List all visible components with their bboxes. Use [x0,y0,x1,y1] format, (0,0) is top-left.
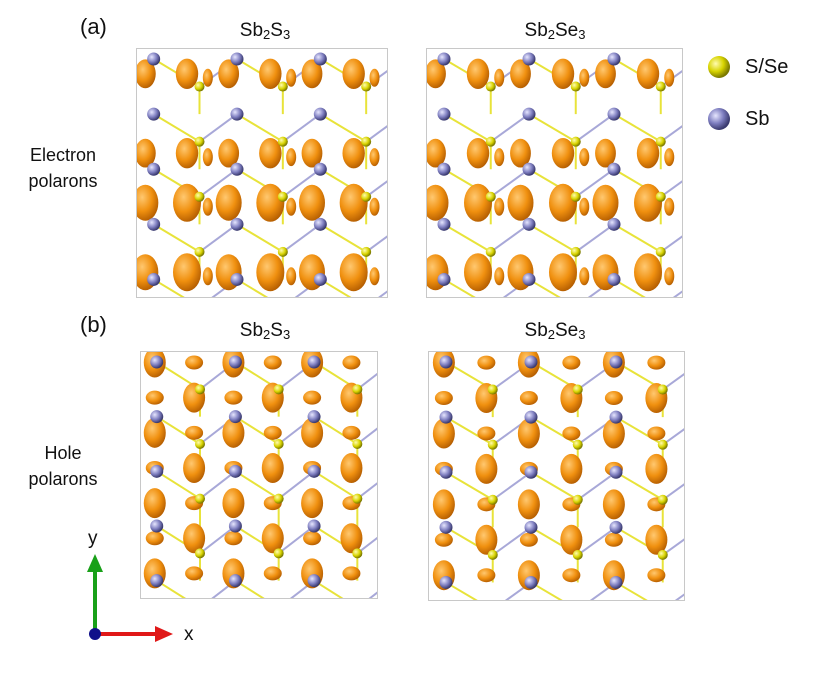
legend-sb [706,106,732,132]
row-label-electron-polarons: Electron polarons [28,145,98,191]
column-title-sb2s3-b: Sb2S3 [239,320,291,342]
x-axis-arrowhead-icon [155,626,173,642]
y-axis-arrowhead-icon [87,554,103,572]
sb-atom-icon [708,108,730,130]
legend-label-s-se: S/Se [745,56,789,78]
structure-image-hole-sb2se3 [428,351,685,601]
structure-image-electron-sb2s3 [136,48,388,298]
legend-s-se [706,54,732,80]
axis-triad [60,548,190,658]
panel-label-b: (b) [80,312,107,337]
column-title-sb2se3-a: Sb2Se3 [524,20,586,42]
structure-image-electron-sb2se3 [426,48,683,298]
axis-origin-icon [89,628,101,640]
column-title-sb2se3-b: Sb2Se3 [524,320,586,342]
y-axis-label: y [88,528,98,549]
panel-label-a: (a) [80,14,107,39]
structure-image-hole-sb2s3 [140,351,378,599]
column-title-sb2s3-a: Sb2S3 [239,20,291,42]
row-label-hole-polarons: Hole polarons [28,443,98,489]
x-axis-label: x [184,624,194,645]
s-se-atom-icon [708,56,730,78]
legend-label-sb: Sb [745,108,770,130]
